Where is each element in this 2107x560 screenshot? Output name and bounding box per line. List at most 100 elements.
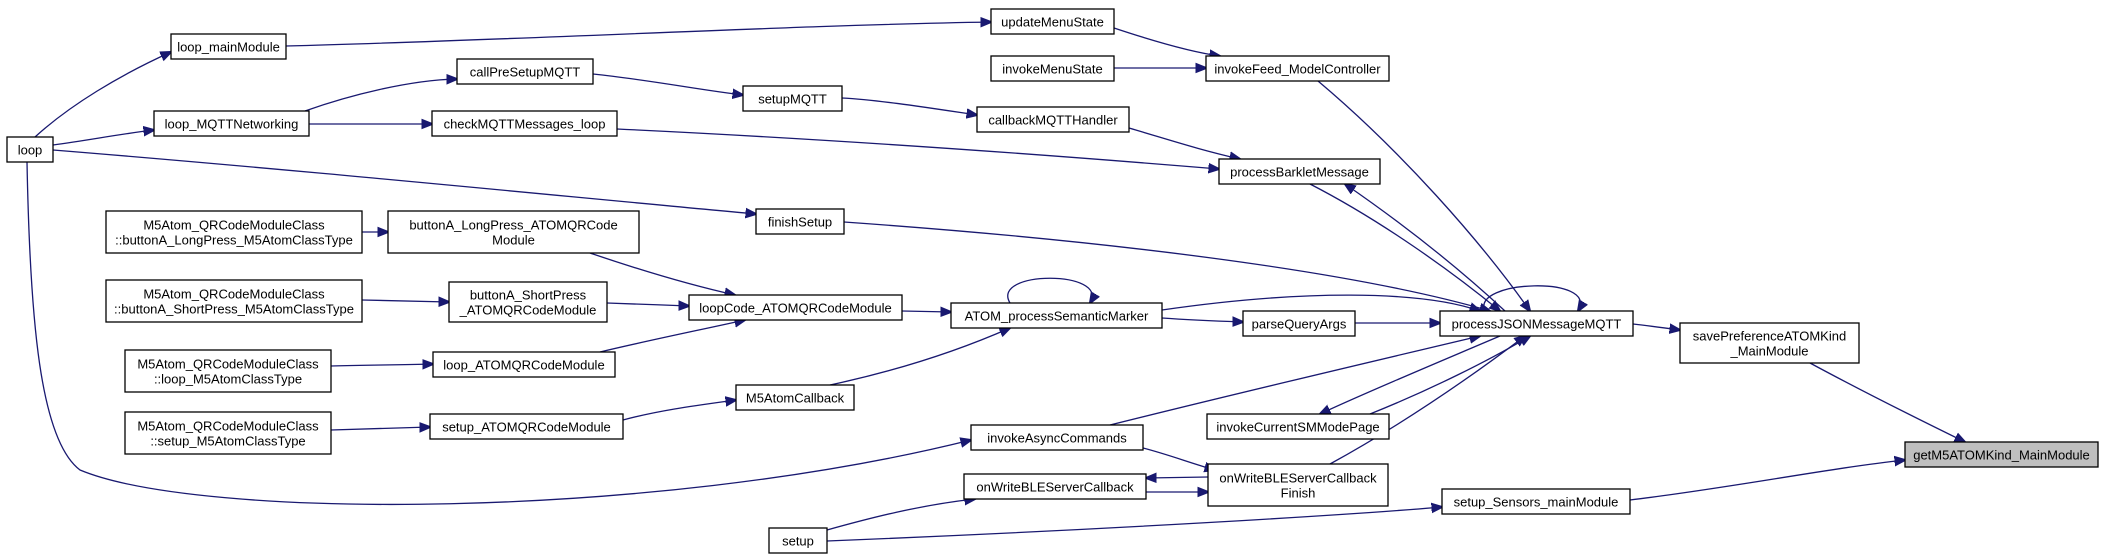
edge-ATOM_processSemanticMarker-to-processJSONMessageMQTT: [1161, 294, 1480, 311]
edge-M5ShortClass-to-buttonA_ShortPress_ATOMQRCodeModule: [361, 300, 449, 302]
node-M5AtomCallback[interactable]: M5AtomCallback: [735, 384, 855, 411]
node-label: invokeAsyncCommands: [987, 431, 1127, 446]
node-processBarkletMessage[interactable]: processBarkletMessage: [1218, 158, 1381, 185]
edge-setup_Sensors_mainModule-to-getM5ATOMKind_MainModule: [1629, 460, 1905, 501]
node-invokeAsyncCommands[interactable]: invokeAsyncCommands: [970, 424, 1144, 451]
node-label: loop: [18, 143, 43, 158]
edge-processJSONMessageMQTT-to-invokeCurrentSMModePage: [1320, 335, 1501, 414]
node-box: [1904, 441, 2099, 468]
node-box: [768, 527, 828, 554]
node-callbackMQTTHandler[interactable]: callbackMQTTHandler: [976, 106, 1130, 133]
edge-finishSetup-to-processJSONMessageMQTT: [843, 221, 1490, 311]
node-loop_MQTTNetworking[interactable]: loop_MQTTNetworking: [153, 110, 310, 137]
node-box: [755, 208, 845, 235]
node-invokeMenuState[interactable]: invokeMenuState: [990, 55, 1115, 82]
node-buttonA_ShortPress_ATOMQRCodeModule[interactable]: buttonA_ShortPress_ATOMQRCodeModule: [448, 281, 608, 323]
edge-processJSONMessageMQTT-to-savePreferenceATOMKind_MainModule: [1632, 324, 1680, 330]
edge-processJSONMessageMQTT-to-processJSONMessageMQTT: [1483, 285, 1581, 311]
node-setupMQTT[interactable]: setupMQTT: [742, 85, 843, 112]
node-callPreSetupMQTT[interactable]: callPreSetupMQTT: [456, 58, 594, 85]
node-invokeCurrentSMModePage[interactable]: invokeCurrentSMModePage: [1206, 413, 1390, 440]
node-savePreferenceATOMKind_MainModule[interactable]: savePreferenceATOMKind_MainModule: [1679, 322, 1860, 364]
node-loop_mainModule[interactable]: loop_mainModule: [170, 33, 287, 60]
node-box: [950, 302, 1163, 329]
node-label: Finish: [1281, 486, 1316, 501]
node-label: _MainModule: [1729, 344, 1808, 359]
edge-loop_ATOMQRCodeModule-to-loopCode_ATOMQRCodeModule: [599, 320, 745, 353]
node-box: [105, 279, 363, 323]
node-box: [387, 210, 640, 254]
node-M5ShortClass[interactable]: M5Atom_QRCodeModuleClass::buttonA_ShortP…: [105, 279, 363, 323]
node-box: [170, 33, 287, 60]
node-setup[interactable]: setup: [768, 527, 828, 554]
edge-M5AtomCallback-to-ATOM_processSemanticMarker: [829, 328, 1010, 386]
node-box: [1205, 55, 1390, 82]
node-label: buttonA_ShortPress: [470, 288, 587, 303]
node-box: [1439, 310, 1634, 337]
node-label: updateMenuState: [1001, 15, 1104, 30]
edge-onWriteBLEServerCallbackFinish-to-onWriteBLEServerCallback: [1146, 477, 1209, 478]
node-label: parseQueryArgs: [1252, 317, 1347, 332]
edge-processBarkletMessage-to-processJSONMessageMQTT: [1309, 183, 1500, 311]
node-label: onWriteBLEServerCallback: [1219, 471, 1377, 486]
edge-invokeFeed_ModelController-to-processJSONMessageMQTT: [1317, 80, 1530, 311]
node-label: ATOM_processSemanticMarker: [965, 309, 1149, 324]
node-checkMQTTMessages_loop[interactable]: checkMQTTMessages_loop: [431, 110, 618, 137]
edge-updateMenuState-to-invokeFeed_ModelController: [1113, 27, 1220, 56]
node-M5LongClass[interactable]: M5Atom_QRCodeModuleClass::buttonA_LongPr…: [105, 210, 363, 254]
node-box: [448, 281, 608, 323]
node-label: setupMQTT: [758, 92, 827, 107]
edge-loop-to-invokeAsyncCommands: [26, 161, 971, 506]
node-box: [6, 136, 54, 163]
node-loop[interactable]: loop: [6, 136, 54, 163]
node-loop_ATOMQRCodeModule[interactable]: loop_ATOMQRCodeModule: [432, 351, 616, 378]
node-setup_Sensors_mainModule[interactable]: setup_Sensors_mainModule: [1441, 488, 1631, 515]
node-label: M5Atom_QRCodeModuleClass: [143, 218, 325, 233]
nodes-layer: loop loop_mainModule updateMenuState invoke…: [6, 8, 2099, 554]
node-onWriteBLEServerCallback[interactable]: onWriteBLEServerCallback: [963, 473, 1147, 500]
node-box: [963, 473, 1147, 500]
edge-ATOM_processSemanticMarker-to-ATOM_processSemanticMarker: [1007, 277, 1093, 303]
edge-loop-to-loop_mainModule: [34, 52, 171, 138]
node-parseQueryArgs[interactable]: parseQueryArgs: [1242, 310, 1356, 337]
node-buttonA_LongPress_ATOMQRCodeModule[interactable]: buttonA_LongPress_ATOMQRCodeModule: [387, 210, 640, 254]
edge-invokeAsyncCommands-to-processJSONMessageMQTT: [1109, 336, 1480, 426]
node-box: [429, 413, 624, 440]
node-finishSetup[interactable]: finishSetup: [755, 208, 845, 235]
node-box: [1206, 413, 1390, 440]
node-setup_ATOMQRCodeModule[interactable]: setup_ATOMQRCodeModule: [429, 413, 624, 440]
node-label: setup_Sensors_mainModule: [1454, 495, 1619, 510]
node-ATOM_processSemanticMarker[interactable]: ATOM_processSemanticMarker: [950, 302, 1163, 329]
edge-loopCode_ATOMQRCodeModule-to-ATOM_processSemanticMarker: [901, 311, 951, 312]
edge-loop-to-finishSetup: [52, 149, 756, 214]
node-box: [124, 411, 332, 455]
node-label: Module: [492, 233, 535, 248]
node-M5LoopClass[interactable]: M5Atom_QRCodeModuleClass::loop_M5AtomCla…: [124, 349, 332, 393]
node-label: checkMQTTMessages_loop: [444, 117, 606, 132]
node-box: [432, 351, 616, 378]
node-updateMenuState[interactable]: updateMenuState: [990, 8, 1115, 35]
node-getM5ATOMKind_MainModule[interactable]: getM5ATOMKind_MainModule: [1904, 441, 2099, 468]
node-processJSONMessageMQTT[interactable]: processJSONMessageMQTT: [1439, 310, 1634, 337]
node-label: invokeFeed_ModelController: [1214, 62, 1381, 77]
node-box: [742, 85, 843, 112]
edge-buttonA_ShortPress_ATOMQRCodeModule-to-loopCode_ATOMQRCodeModule: [606, 303, 689, 306]
node-M5SetupClass[interactable]: M5Atom_QRCodeModuleClass::setup_M5AtomCl…: [124, 411, 332, 455]
node-box: [970, 424, 1144, 451]
edge-invokeAsyncCommands-to-onWriteBLEServerCallbackFinish: [1142, 447, 1215, 470]
edge-loop_MQTTNetworking-to-callPreSetupMQTT: [304, 79, 457, 112]
node-label: getM5ATOMKind_MainModule: [1913, 448, 2090, 463]
node-loopCode_ATOMQRCodeModule[interactable]: loopCode_ATOMQRCodeModule: [688, 294, 903, 321]
node-label: _ATOMQRCodeModule: [459, 303, 597, 318]
edge-setup_ATOMQRCodeModule-to-M5AtomCallback: [622, 400, 736, 421]
node-label: finishSetup: [768, 215, 832, 230]
node-box: [1679, 322, 1860, 364]
node-label: ::buttonA_ShortPress_M5AtomClassType: [114, 302, 354, 317]
node-label: setup_ATOMQRCodeModule: [442, 420, 611, 435]
edge-setup-to-onWriteBLEServerCallback: [826, 499, 975, 531]
node-box: [688, 294, 903, 321]
node-invokeFeed_ModelController[interactable]: invokeFeed_ModelController: [1205, 55, 1390, 82]
node-box: [105, 210, 363, 254]
